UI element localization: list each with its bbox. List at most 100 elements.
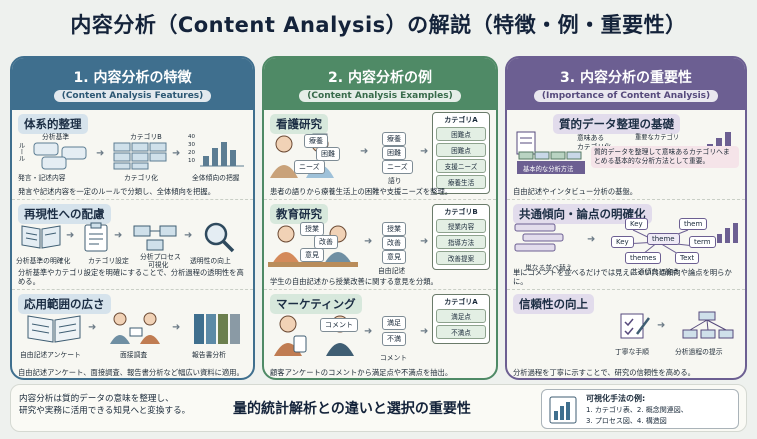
arrow-right-icon: ➜ [657,320,666,331]
axis-tick: 10 [188,158,195,164]
label: 分析基準 [42,133,70,141]
building-blocks-icon [517,151,585,174]
open-book-icon [21,225,61,249]
column-examples: 2. 内容分析の例 (Content Analysis Examples) 看護… [262,56,498,380]
keyword-tag: 改善 [382,236,406,250]
keyword-tag: 授業 [300,222,324,236]
keyword-tag: 療養 [304,134,328,148]
speech-bubbles-icon [33,142,87,170]
interview-people-icon [110,312,160,344]
label: 基本的な分析方法 [523,166,574,173]
arrow-right-icon: ➜ [587,234,596,245]
network-node: Key [625,218,648,230]
keyword-tag: 療養 [382,132,406,146]
column-header: 3. 内容分析の重要性 (Importance of Content Analy… [507,58,745,110]
checklist-icon [620,313,650,339]
process-tree-icon [682,311,734,339]
network-node: themes [625,252,662,264]
section-caption: 自由記述やインタビュー分析の基盤。 [513,186,638,196]
arrow-right-icon: ➜ [360,146,369,157]
category-item: 困難点 [436,143,486,157]
binders-icon [194,314,240,344]
category-head: カテゴリA [444,298,478,306]
column-importance: 3. 内容分析の重要性 (Importance of Content Analy… [505,56,747,380]
category-item: 療養生活 [436,175,486,189]
magnifier-icon [204,222,235,253]
column-heading: 2. 内容分析の例 [328,69,432,86]
keyword-tag: 困難 [316,147,340,161]
section-title: マーケティング [270,294,362,314]
label: 分析過程の提示 [675,348,723,356]
arrow-right-icon: ➜ [420,326,429,337]
keyword-tag: 不満 [382,332,406,346]
arrow-right-icon: ➜ [66,230,75,241]
network-node: theme [647,233,680,245]
summary-bar: 内容分析は質的データの意味を整理し、 研究や実務に活用できる知見へと変換する。 … [10,384,747,432]
label: 重要なカテゴリ [635,134,680,141]
highlight-note: 質的データを整理して意味あるカテゴリへまとめる基本的な分析方法として重要。 [591,146,739,168]
speech-label: 自由記述 [378,267,406,275]
category-head: カテゴリA [444,116,478,124]
category-grid-icon [113,142,167,170]
section-title: 質的データ整理の基礎 [553,114,680,134]
category-item: 不満点 [436,325,486,339]
arrow-right-icon: ➜ [364,236,373,247]
section-nursing: 看護研究 療養 困難 ニーズ ➜ 療養 困難 ニーズ 語り ➜ カテゴリA 困難… [264,110,496,200]
section-caption: 単にコメントを並べるだけでは見えにくい共通傾向や論点を明らかに。 [513,267,732,286]
speech-label: コメント [380,354,408,362]
section-reproducibility: 再現性への配慮 ➜ ➜ ➜ 分析基準の明確化 カテゴリ設 [12,200,253,290]
label: 意味ある [577,134,605,142]
label: 全体傾向の把握 [192,174,240,182]
column-subheading: (Content Analysis Examples) [299,89,461,102]
label: 透明性の向上 [190,257,231,265]
clipboard-icon [84,222,108,252]
arrow-right-icon: ➜ [172,322,181,333]
label: 可視化 [148,261,169,269]
summary-text: 内容分析は質的データの意味を整理し、 研究や実務に活用できる知見へと変換する。 [19,393,190,417]
visualization-title: 可視化手法の例: [586,394,646,403]
section-education: 教育研究 授業 改善 意見 ➜ 授業 改善 意見 自由記述 ➜ カテゴリB 授業… [264,200,496,290]
category-box: カテゴリA 困難点 困難点 支援ニーズ 療養生活 [432,112,490,194]
bar-chart-icon [717,223,738,243]
comment-list-icon [514,223,564,252]
label: カテゴリ設定 [88,257,129,265]
keyword-tag: 意見 [382,250,406,264]
arrow-right-icon: ➜ [420,236,429,247]
column-header: 1. 内容分析の特徴 (Content Analysis Features) [12,58,253,110]
section-marketing: マーケティング コメント ➜ 満足 不満 コメント ➜ カテゴリA 満足点 不満… [264,290,496,378]
network-node: Key [611,236,634,248]
column-subheading: (Content Analysis Features) [53,89,212,102]
arrow-right-icon: ➜ [114,230,123,241]
network-node: them [679,218,708,230]
process-flow-icon [133,225,177,251]
category-item: 困難点 [436,127,486,141]
label: 分析基準の明確化 [16,257,71,265]
open-book-icon [27,315,81,343]
label: 共通傾向と論点 [631,268,679,276]
section-reliability: 信頼性の向上 ➜ 丁寧な手順 分析過程の提示 分析過程を丁寧に示すことで、研究の… [507,290,745,378]
category-item: 授業内容 [436,219,486,233]
section-caption: 発言や記述内容を一定のルールで分類し、全体傾向を把握。 [18,186,216,196]
section-caption: 自由記述アンケート、面接調査、報告書分析など幅広い資料に適用。 [18,367,244,377]
keyword-tag: 意見 [300,248,324,262]
column-heading: 1. 内容分析の特徴 [73,69,192,86]
category-box: カテゴリB 授業内容 指導方法 改善提案 [432,204,490,270]
summary-headline: 量的統計解析との違いと選択の重要性 [233,401,471,417]
category-head: カテゴリB [444,208,478,216]
keyword-tag: 満足 [382,316,406,330]
section-title: 教育研究 [270,204,328,224]
axis-tick: 40 [188,134,195,140]
label: 報告書分析 [192,351,226,359]
visualization-item: 3. プロセス図、4. 構造図 [586,417,667,425]
arrow-right-icon: ➜ [172,148,181,159]
label: 自由記述アンケート [20,351,81,359]
axis-tick: 30 [188,142,195,148]
keyword-tag: 困難 [382,146,406,160]
keyword-tag: 改善 [314,235,338,249]
column-header: 2. 内容分析の例 (Content Analysis Examples) [264,58,496,110]
arrow-right-icon: ➜ [364,326,373,337]
section-caption: 分析過程を丁寧に示すことで、研究の信頼性を高める。 [513,367,695,377]
arrow-right-icon: ➜ [184,230,193,241]
visualization-item: 1. カテゴリ表、2. 概念関連図、 [586,406,688,414]
axis-tick: 20 [188,150,195,156]
